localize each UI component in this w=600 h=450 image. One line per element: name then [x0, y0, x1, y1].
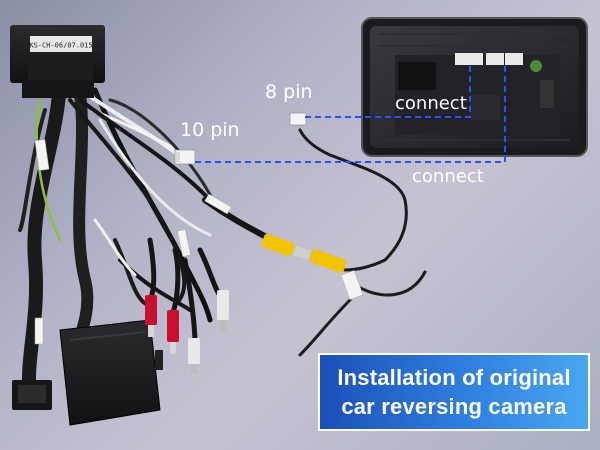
connection-line-10pin	[195, 62, 506, 163]
head-unit-rear	[361, 17, 588, 157]
caption-line-2: car reversing camera	[341, 394, 567, 419]
label-10-pin: 10 pin	[180, 119, 240, 141]
wire-bundle	[18, 73, 427, 402]
connection-line-8pin	[305, 62, 471, 118]
label-connect-upper: connect	[395, 93, 467, 114]
cable-tags	[34, 139, 364, 345]
left-plug	[12, 380, 52, 410]
yellow-rca-coupler	[261, 233, 347, 273]
10-pin-connector	[174, 149, 196, 165]
module-label: KS-CH-06/07.015	[29, 42, 92, 50]
caption-line-1: Installation of original	[337, 365, 571, 390]
canbus-decoder-box	[59, 319, 161, 426]
harness-main-connector: KS-CH-06/07.015	[10, 25, 105, 98]
label-8-pin: 8 pin	[265, 81, 313, 103]
label-connect-lower: connect	[412, 166, 484, 187]
8-pin-connector	[289, 112, 307, 126]
caption-banner: Installation of original car reversing c…	[318, 353, 590, 431]
rca-plugs	[145, 290, 229, 374]
connection-lines	[195, 62, 506, 163]
